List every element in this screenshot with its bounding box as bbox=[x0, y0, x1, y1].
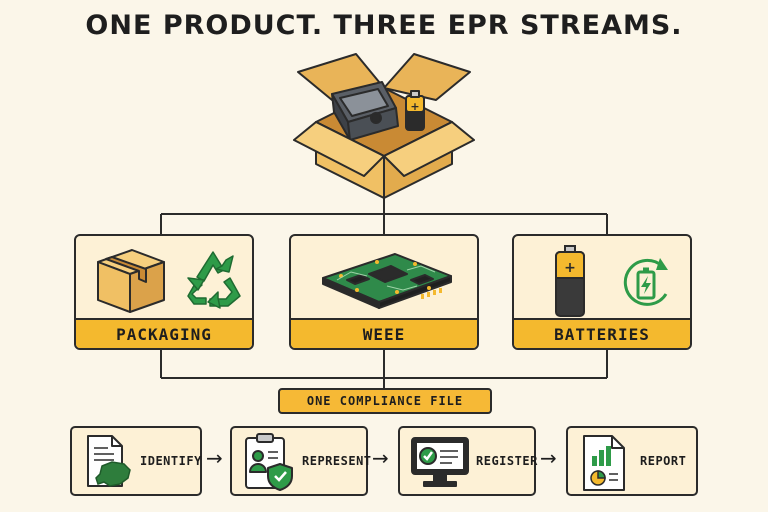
compliance-file-badge: ONE COMPLIANCE FILE bbox=[278, 388, 492, 414]
stream-label-weee: WEEE bbox=[291, 318, 477, 348]
arrow-right-icon: → bbox=[540, 446, 557, 470]
cardboard-box-icon bbox=[97, 249, 165, 313]
stream-card-packaging: PACKAGING bbox=[74, 234, 254, 350]
stream-label-batteries: BATTERIES bbox=[514, 318, 690, 348]
svg-text:+: + bbox=[410, 100, 419, 113]
step-card-identify: IDENTIFY bbox=[70, 426, 202, 496]
step-label-register: REGISTER bbox=[476, 454, 538, 468]
recycle-icon bbox=[187, 251, 241, 309]
step-card-register: REGISTER bbox=[398, 426, 538, 496]
stream-card-weee: WEEE bbox=[289, 234, 479, 350]
step-label-report: REPORT bbox=[640, 454, 687, 468]
battery-recycle-icon bbox=[623, 258, 668, 306]
arrow-right-icon: → bbox=[206, 446, 223, 470]
report-chart-icon bbox=[583, 435, 625, 491]
stream-label-packaging: PACKAGING bbox=[76, 318, 252, 348]
open-box-with-device-and-battery-icon: + bbox=[293, 53, 475, 199]
stream-card-batteries: + BATTERIES bbox=[512, 234, 692, 350]
page-title: ONE PRODUCT. THREE EPR STREAMS. bbox=[85, 10, 683, 41]
representative-shield-icon bbox=[245, 433, 293, 491]
step-label-identify: IDENTIFY bbox=[140, 454, 202, 468]
svg-text:+: + bbox=[564, 260, 576, 276]
step-card-report: REPORT bbox=[566, 426, 698, 496]
circuit-board-icon bbox=[322, 253, 452, 309]
step-card-represent: REPRESENT bbox=[230, 426, 371, 496]
battery-icon: + bbox=[555, 245, 585, 317]
arrow-right-icon: → bbox=[372, 446, 389, 470]
step-label-represent: REPRESENT bbox=[302, 454, 372, 468]
monitor-check-icon bbox=[411, 437, 469, 487]
document-map-icon bbox=[87, 435, 131, 487]
